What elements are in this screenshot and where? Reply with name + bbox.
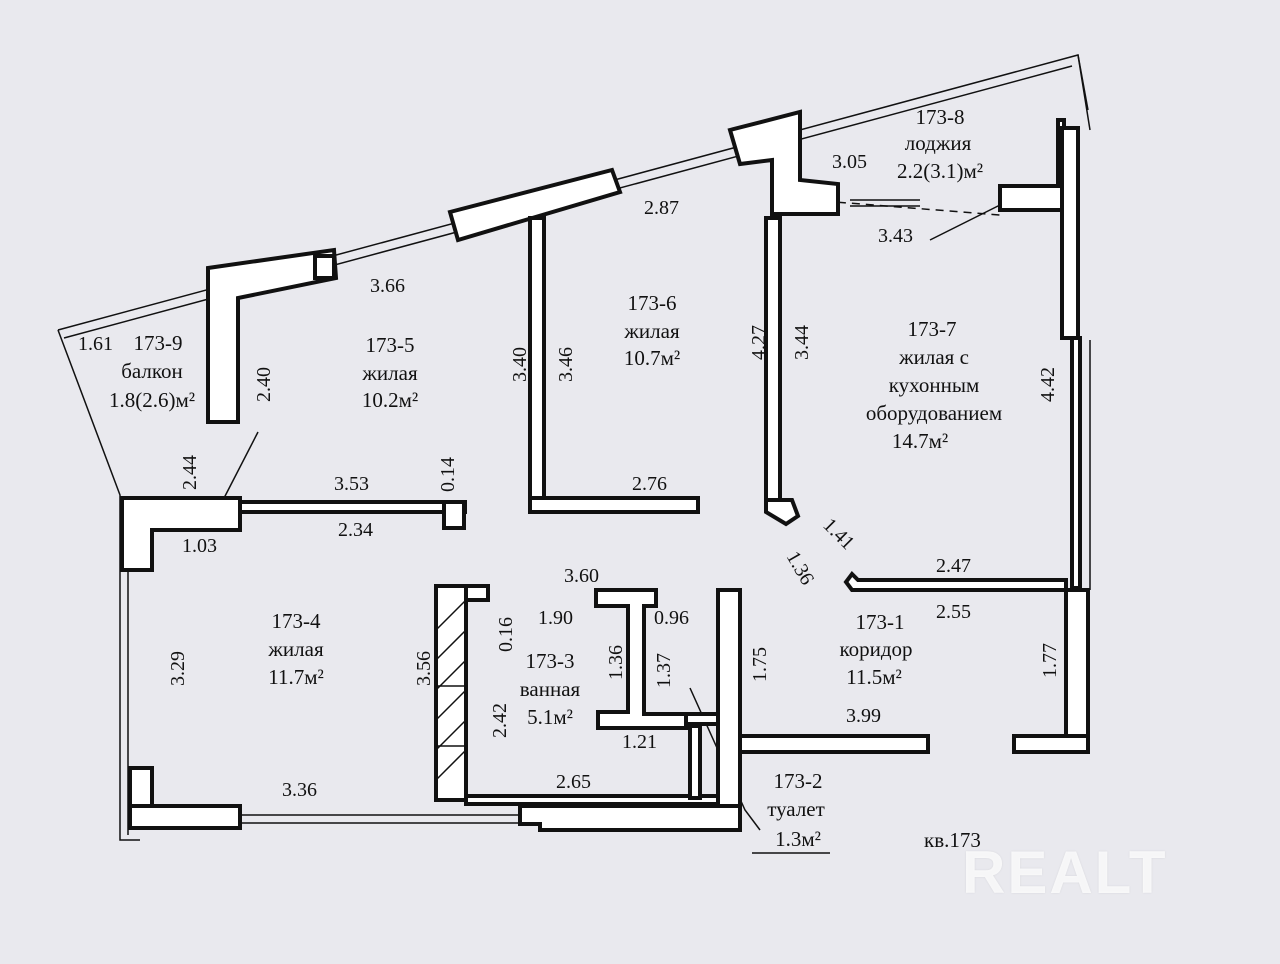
apartment-label: кв.173: [924, 828, 981, 852]
wall-loggia-corner: [727, 109, 840, 216]
room-id-7: 173-7: [908, 317, 957, 341]
wall-partition-35: [238, 500, 467, 514]
wall-east-lower: [1064, 588, 1090, 754]
dim-label: 1.90: [538, 607, 573, 629]
dim-label: 2.55: [936, 601, 971, 623]
walls: [120, 109, 1090, 832]
wall-toilet-east: [716, 588, 742, 824]
dim-label: 2.42: [489, 703, 511, 738]
dim-label: 1.03: [182, 535, 217, 557]
room-type-2: туалет: [767, 797, 825, 821]
room-id-2: 173-2: [774, 769, 823, 793]
dim-label: 0.14: [437, 457, 459, 492]
dim-label: 1.61: [78, 333, 113, 355]
room-id-1: 173-1: [856, 610, 905, 634]
dim-label: 3.36: [282, 779, 317, 801]
dim-label: 3.43: [878, 225, 913, 247]
dim-label: 0.16: [495, 617, 517, 652]
room-type-7-line3: оборудованием: [866, 401, 1002, 425]
room-id-3: 173-3: [526, 649, 575, 673]
room-area-8: 2.2(3.1)м²: [897, 159, 983, 183]
wall-partition-56: [528, 216, 546, 510]
room-type-1: коридор: [839, 637, 912, 661]
room-type-9: балкон: [121, 359, 183, 383]
room-type-3: ванная: [520, 677, 581, 701]
room-id-4: 173-4: [272, 609, 321, 633]
dim-label: 4.42: [1037, 367, 1059, 402]
dim-label: 2.76: [632, 473, 667, 495]
dim-label: 2.65: [556, 771, 591, 793]
room-area-2: 1.3м²: [775, 827, 821, 851]
dim-label: 1.77: [1039, 643, 1061, 678]
dim-label: 4.27: [748, 325, 770, 360]
room-area-4: 11.7м²: [268, 665, 324, 689]
dim-label: 3.56: [413, 651, 435, 686]
wall-partition-67: [764, 216, 782, 510]
dim-label: 1.36: [782, 548, 819, 589]
dimension-labels: 3.05 3.43 2.87 3.66 3.40 3.46 4.27 3.44 …: [78, 151, 1061, 801]
wall-south-west: [128, 804, 242, 830]
room-area-7: 14.7м²: [892, 429, 948, 453]
dim-label: 1.37: [653, 653, 675, 688]
room-area-3: 5.1м²: [527, 705, 573, 729]
dim-label: 3.29: [167, 651, 189, 686]
room-area-5: 10.2м²: [362, 388, 418, 412]
room-id-8: 173-8: [916, 105, 965, 129]
dim-label: 3.99: [846, 705, 881, 727]
room-id-9: 173-9: [134, 331, 183, 355]
room-type-6: жилая: [623, 319, 680, 343]
room-id-6: 173-6: [628, 291, 677, 315]
balcony-edge: [57, 329, 140, 841]
room-area-1: 11.5м²: [846, 665, 902, 689]
room-type-5: жилая: [361, 361, 418, 385]
wall-east-upper: [1060, 126, 1080, 340]
room-area-9: 1.8(2.6)м²: [109, 388, 195, 412]
wall-loggia-east: [998, 118, 1066, 212]
wall-south-east: [518, 804, 742, 832]
dim-label: 1.21: [622, 731, 657, 753]
room-labels: 173-1 коридор 11.5м² 173-2 туалет 1.3м² …: [109, 105, 1002, 851]
room-type-4: жилая: [267, 637, 324, 661]
room-area-6: 10.7м²: [624, 346, 680, 370]
wall-bath-west: [434, 584, 468, 802]
dim-label: 3.46: [555, 347, 577, 382]
realt-watermark: REALT: [962, 839, 1168, 906]
leader-line: [221, 431, 259, 503]
dim-label: 3.66: [370, 275, 405, 297]
dim-label: 2.44: [179, 455, 201, 490]
dim-label: 2.87: [644, 197, 679, 219]
dim-label: 1.75: [749, 647, 771, 682]
leader-line: [689, 687, 761, 831]
dim-label: 3.44: [791, 325, 813, 360]
dim-label: 3.40: [509, 347, 531, 382]
dim-label: 2.47: [936, 555, 971, 577]
dim-label: 0.96: [654, 607, 689, 629]
wall-east-mid: [1070, 336, 1082, 590]
dim-label: 2.40: [253, 367, 275, 402]
leader-line: [929, 204, 1001, 241]
wall-corridor-north: [843, 570, 1068, 592]
dim-label: 1.36: [605, 645, 627, 680]
loggia-dashed-line: [809, 199, 1001, 216]
wall-bedroom-nw: [206, 247, 339, 424]
dim-label: 1.41: [818, 514, 858, 554]
wall-west-upper: [120, 496, 242, 572]
dim-label: 3.05: [832, 151, 867, 173]
dim-label: 3.60: [564, 565, 599, 587]
wall-window-segment: [447, 167, 623, 243]
room-type-8: лоджия: [905, 131, 972, 155]
dim-label: 2.34: [338, 519, 373, 541]
room-type-7-line1: жилая с: [898, 345, 969, 369]
room-id-5: 173-5: [366, 333, 415, 357]
hatch-bath-wall: [435, 599, 467, 781]
wall-corridor-south: [738, 734, 930, 754]
dim-label: 3.53: [334, 473, 369, 495]
room-type-7-line2: кухонным: [889, 373, 979, 397]
